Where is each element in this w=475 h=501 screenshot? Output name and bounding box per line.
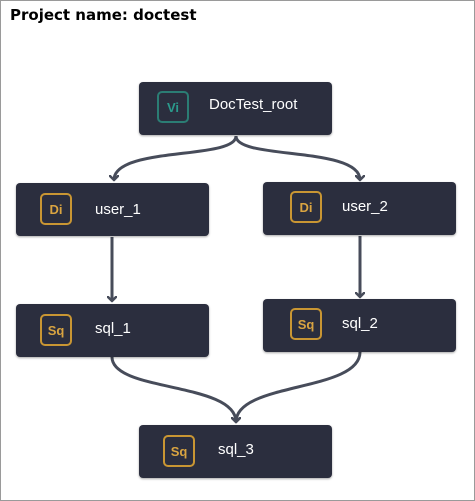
node-user-2[interactable]: Di user_2 [263,182,456,235]
node-user-1[interactable]: Di user_1 [16,183,209,236]
edge-sql-1-to-sql-3 [110,356,236,422]
node-sql-1[interactable]: Sq sql_1 [16,304,209,357]
dimension-type-icon: Di [40,193,72,225]
node-sql-2[interactable]: Sq sql_2 [263,299,456,352]
edge-root-to-user-1 [114,135,238,180]
node-label: sql_1 [95,320,131,337]
dimension-type-icon: Di [290,191,322,223]
edge-root-to-user-2 [234,135,360,180]
node-sql-3[interactable]: Sq sql_3 [139,425,332,478]
node-doctest-root[interactable]: Vi DocTest_root [139,82,332,135]
node-label: user_1 [95,201,141,218]
view-type-icon: Vi [157,91,189,123]
node-label: sql_2 [342,315,378,332]
edge-sql-2-to-sql-3 [236,351,362,422]
node-label: sql_3 [218,441,254,458]
sql-type-icon: Sq [40,314,72,346]
project-title: Project name: doctest [10,6,197,24]
node-label: DocTest_root [209,96,298,113]
sql-type-icon: Sq [163,435,195,467]
sql-type-icon: Sq [290,308,322,340]
node-label: user_2 [342,198,388,215]
